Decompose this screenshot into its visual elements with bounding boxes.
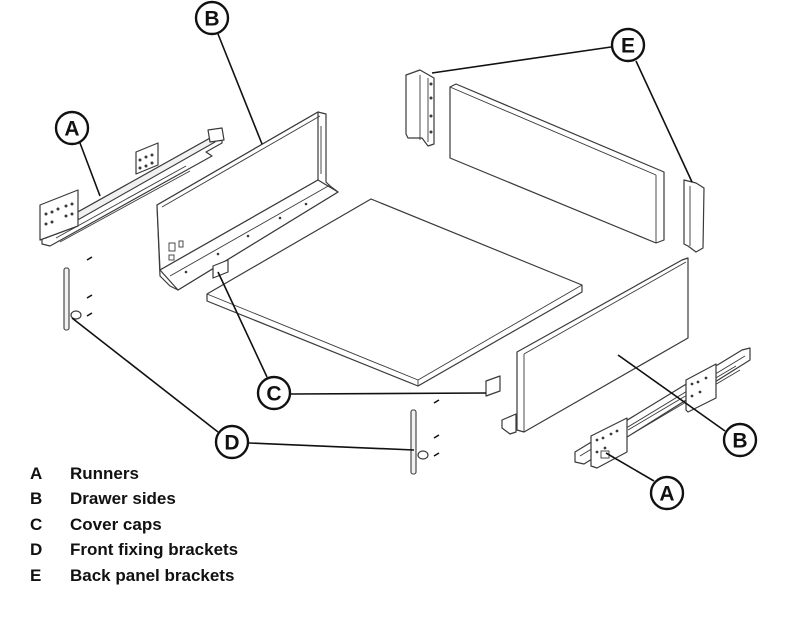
- left-drawer-side: [156, 111, 339, 291]
- callout-a-bottom: A: [649, 475, 685, 511]
- legend-letter: A: [30, 463, 43, 483]
- legend-label: Runners: [70, 463, 139, 483]
- leader-d-right: [248, 442, 415, 451]
- legend-label: Cover caps: [70, 514, 162, 534]
- legend-letter: E: [30, 565, 42, 585]
- callout-e: E: [610, 27, 646, 63]
- leader-b-bottom: [617, 354, 726, 432]
- legend-row: B Drawer sides: [30, 487, 238, 513]
- legend-letter: C: [30, 514, 43, 534]
- leader-e-left: [431, 46, 612, 74]
- legend-label: Front fixing brackets: [70, 540, 239, 560]
- legend-label: Back panel brackets: [70, 565, 235, 585]
- legend-row: E Back panel brackets: [30, 563, 238, 589]
- drawer-bottom-panel: [206, 198, 583, 387]
- callout-d: D: [214, 424, 250, 460]
- callout-c: C: [256, 375, 292, 411]
- leader-a-bottom: [605, 452, 655, 482]
- callout-letter: A: [64, 118, 79, 141]
- callout-letter: B: [732, 430, 747, 453]
- leader-c-right: [290, 392, 487, 395]
- callout-a-top: A: [54, 110, 90, 146]
- front-fixing-bracket-right: [410, 399, 440, 475]
- left-runner: [39, 127, 225, 247]
- callout-b-top: B: [194, 0, 230, 36]
- leader-lines: [71, 33, 726, 482]
- callout-letter: A: [659, 483, 674, 506]
- legend-label: Drawer sides: [70, 489, 176, 509]
- legend-row: A Runners: [30, 461, 238, 487]
- callout-letter: C: [266, 383, 281, 406]
- callout-letter: D: [224, 432, 239, 455]
- legend-row: C Cover caps: [30, 512, 238, 538]
- right-runner: [574, 347, 751, 469]
- back-panel: [449, 83, 665, 244]
- legend-row: D Front fixing brackets: [30, 538, 238, 564]
- back-bracket-left: [405, 69, 435, 147]
- leader-d-left: [71, 317, 219, 433]
- leader-b-top: [217, 33, 263, 145]
- parts-legend: A Runners B Drawer sides C Cover caps D …: [30, 461, 238, 589]
- leader-e-right: [635, 60, 693, 183]
- legend-letter: B: [30, 489, 43, 509]
- leader-a-top: [79, 142, 101, 197]
- callout-letter: E: [621, 35, 635, 58]
- callout-letter: B: [204, 8, 219, 31]
- leader-c-top: [217, 271, 268, 378]
- legend-letter: D: [30, 540, 43, 560]
- right-drawer-side: [501, 257, 689, 435]
- callout-b-bottom: B: [722, 422, 758, 458]
- back-bracket-right: [683, 179, 705, 253]
- cover-cap-right: [485, 375, 501, 397]
- front-fixing-bracket-left: [63, 256, 93, 331]
